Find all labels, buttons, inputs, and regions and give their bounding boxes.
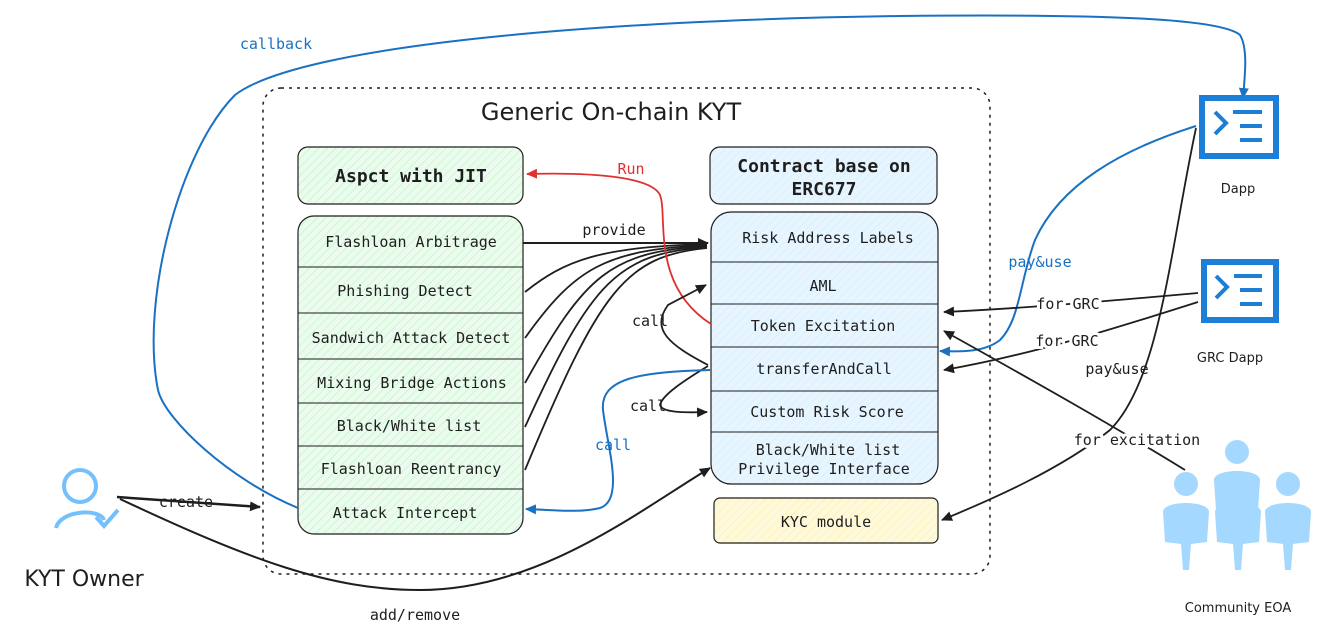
call-arrow-middle	[659, 365, 709, 418]
provide-label: provide	[582, 221, 645, 239]
aspect-item-flashloan-reentrancy[interactable]: Flashloan Reentrancy	[321, 460, 502, 478]
callback-arrow	[152, 14, 1249, 509]
contract-item-transfer-and-call[interactable]: transferAndCall	[756, 360, 891, 378]
aspect-item-attack-intercept[interactable]: Attack Intercept	[333, 504, 478, 522]
create-label: create	[159, 493, 213, 511]
aspect-header-label: Aspct with JIT	[335, 166, 487, 187]
call-label-middle: call	[630, 397, 666, 415]
contract-header-box[interactable]	[709, 146, 938, 205]
pay-use-blue-label: pay&use	[1008, 253, 1071, 271]
aspect-item-mixing-bridge-actions[interactable]: Mixing Bridge Actions	[317, 374, 507, 392]
community-eoa-icon[interactable]	[1163, 440, 1311, 570]
kyt-owner-icon[interactable]	[54, 468, 120, 530]
kyc-module-label: KYC module	[781, 513, 871, 531]
aspect-list-box	[297, 215, 524, 535]
aspect-item-black-white-list[interactable]: Black/White list	[337, 417, 482, 435]
contract-item-aml[interactable]: AML	[809, 277, 836, 295]
community-eoa-label: Community EOA	[1185, 601, 1292, 616]
contract-item-privilege-line1[interactable]: Black/White list	[756, 441, 901, 459]
provide-curve-sandwich	[524, 244, 708, 339]
for-grc-arrow-2	[943, 301, 1199, 374]
for-excitation-arrow	[943, 330, 1186, 471]
add-remove-label: add/remove	[370, 606, 460, 624]
callback-label: callback	[240, 35, 312, 53]
aspect-header-box[interactable]	[297, 146, 524, 205]
contract-header-line2: ERC677	[791, 179, 856, 200]
pay-use-black-arrow	[941, 127, 1197, 521]
kyc-module-box[interactable]	[713, 497, 939, 544]
aspect-item-flashloan-arbitrage[interactable]: Flashloan Arbitrage	[325, 233, 497, 251]
call-arrow-blue	[525, 369, 711, 515]
dapp-label: Dapp	[1221, 182, 1255, 197]
diagram-title: Generic On-chain KYT	[481, 98, 742, 126]
for-grc-label-2: for GRC	[1035, 332, 1098, 350]
kyt-container	[262, 87, 991, 575]
pay-use-blue-arrow	[939, 125, 1197, 357]
provide-curve-phishing	[524, 243, 708, 293]
kyt-owner-label: KYT Owner	[24, 567, 144, 592]
contract-item-privilege-line2[interactable]: Privilege Interface	[738, 460, 910, 478]
provide-curve-mixing	[524, 245, 708, 384]
call-label-upper: call	[632, 312, 668, 330]
grc-dapp-icon[interactable]	[1201, 259, 1279, 323]
run-arrow	[526, 168, 712, 325]
pay-use-black-label: pay&use	[1085, 360, 1148, 378]
for-grc-arrow-1	[943, 292, 1199, 317]
call-arrow-upper	[660, 284, 709, 366]
provide-curve-reentrancy	[524, 247, 708, 471]
contract-list-box	[710, 211, 939, 485]
contract-item-token-excitation[interactable]: Token Excitation	[751, 317, 896, 335]
for-grc-label-1: for GRC	[1036, 295, 1099, 313]
for-excitation-label: for excitation	[1074, 431, 1200, 449]
dapp-icon[interactable]	[1199, 95, 1279, 159]
call-label-blue: call	[595, 436, 631, 454]
contract-item-custom-risk-score[interactable]: Custom Risk Score	[750, 403, 904, 421]
contract-item-risk-address-labels[interactable]: Risk Address Labels	[742, 229, 914, 247]
run-label: Run	[617, 160, 644, 178]
aspect-item-sandwich-attack-detect[interactable]: Sandwich Attack Detect	[312, 329, 511, 347]
aspect-item-phishing-detect[interactable]: Phishing Detect	[337, 282, 472, 300]
grc-dapp-label: GRC Dapp	[1197, 351, 1263, 366]
add-remove-arrow	[119, 467, 711, 592]
contract-header-line1: Contract base on	[737, 156, 910, 177]
create-arrow	[116, 495, 261, 512]
provide-curve-blacklist	[524, 246, 708, 428]
